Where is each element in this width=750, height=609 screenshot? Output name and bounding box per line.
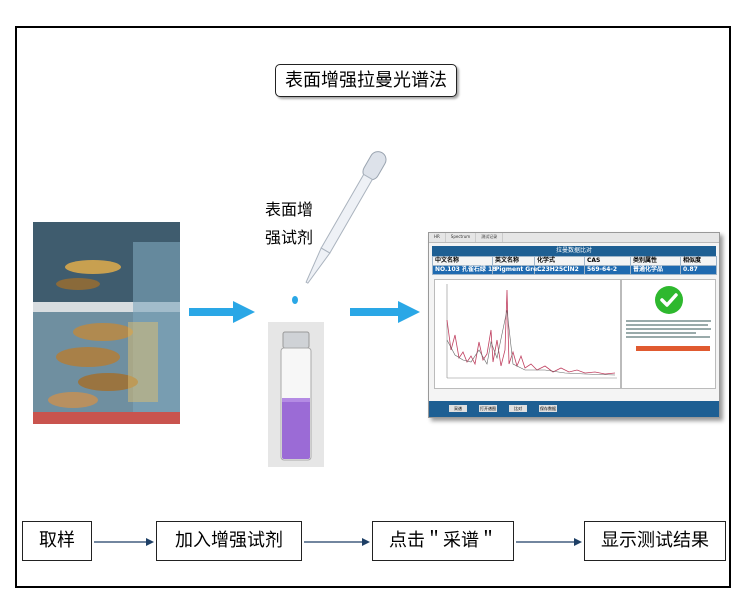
reagent-label-line1: 表面增 <box>265 200 314 219</box>
step-show-result: 显示测试结果 <box>584 521 726 561</box>
desc-line <box>626 328 711 330</box>
tab-hr[interactable]: HR <box>429 233 446 242</box>
cell-similarity: 0.87 <box>680 265 717 275</box>
cell-category: 普通化学品 <box>630 265 681 275</box>
col-formula: 化学式 <box>534 256 585 266</box>
save-data-button[interactable]: 保存数据 <box>539 405 557 412</box>
droplet-icon <box>292 296 298 304</box>
match-table-header: 中文名称 英文名称 化学式 CAS 类别属性 相似度 <box>432 256 717 266</box>
open-spectrum-button[interactable]: 打开谱图 <box>479 405 497 412</box>
desc-line <box>626 320 711 322</box>
col-cn-name: 中文名称 <box>432 256 493 266</box>
software-header: 拉曼数据比对 <box>432 246 716 256</box>
tab-spectrum[interactable]: Spectrum <box>446 233 477 242</box>
step-add-reagent: 加入增强试剂 <box>156 521 302 561</box>
flow-arrow-2 <box>304 538 370 546</box>
arrow-to-screen <box>350 301 420 323</box>
software-result-window: HR Spectrum 测试记录 拉曼数据比对 中文名称 英文名称 化学式 CA… <box>428 232 720 418</box>
step-sampling: 取样 <box>22 521 92 561</box>
pipette-icon <box>292 151 387 304</box>
check-icon <box>655 286 683 314</box>
reagent-label-line2: 强试剂 <box>265 228 314 247</box>
acquire-button[interactable]: 采谱 <box>449 405 467 412</box>
flow-arrow-1 <box>94 538 154 546</box>
cell-en-name: Pigment Gre... <box>492 265 544 275</box>
software-footer: 采谱 打开谱图 比对 保存数据 <box>429 401 719 417</box>
desc-line <box>626 336 710 338</box>
cell-cas: 569-64-2 <box>584 265 631 275</box>
cell-cn-name: NO.103 孔雀石绿 18 <box>432 265 496 275</box>
reagent-label: 表面增 强试剂 <box>265 196 325 252</box>
col-category: 类别属性 <box>630 256 681 266</box>
match-table: 中文名称 英文名称 化学式 CAS 类别属性 相似度 NO.103 孔雀石绿 1… <box>432 256 717 275</box>
sample-vial-photo <box>268 322 324 467</box>
col-similarity: 相似度 <box>680 256 717 266</box>
col-cas: CAS <box>584 256 631 266</box>
flow-arrow-3 <box>516 538 582 546</box>
desc-line <box>626 332 696 334</box>
spectrum-line-reference <box>446 309 616 376</box>
col-en-name: 英文名称 <box>492 256 535 266</box>
cell-formula: C23H25ClN2 <box>534 265 585 275</box>
fish-tank-photo <box>33 222 180 424</box>
diagram-frame <box>15 26 731 588</box>
diagram-title: 表面增强拉曼光谱法 <box>275 64 457 97</box>
spectrum-line-sample <box>446 289 616 375</box>
table-row[interactable]: NO.103 孔雀石绿 18 Pigment Gre... C23H25ClN2… <box>432 265 717 275</box>
software-tabs: HR Spectrum 测试记录 <box>429 233 719 243</box>
step-click-acquire: 点击＂采谱＂ <box>372 521 514 561</box>
compare-button[interactable]: 比对 <box>509 405 527 412</box>
tab-records[interactable]: 测试记录 <box>476 233 504 242</box>
status-bar <box>636 346 710 351</box>
arrow-to-vial <box>189 301 255 323</box>
spectrum-chart <box>434 279 621 389</box>
result-panel <box>621 279 716 389</box>
desc-line <box>626 324 708 326</box>
